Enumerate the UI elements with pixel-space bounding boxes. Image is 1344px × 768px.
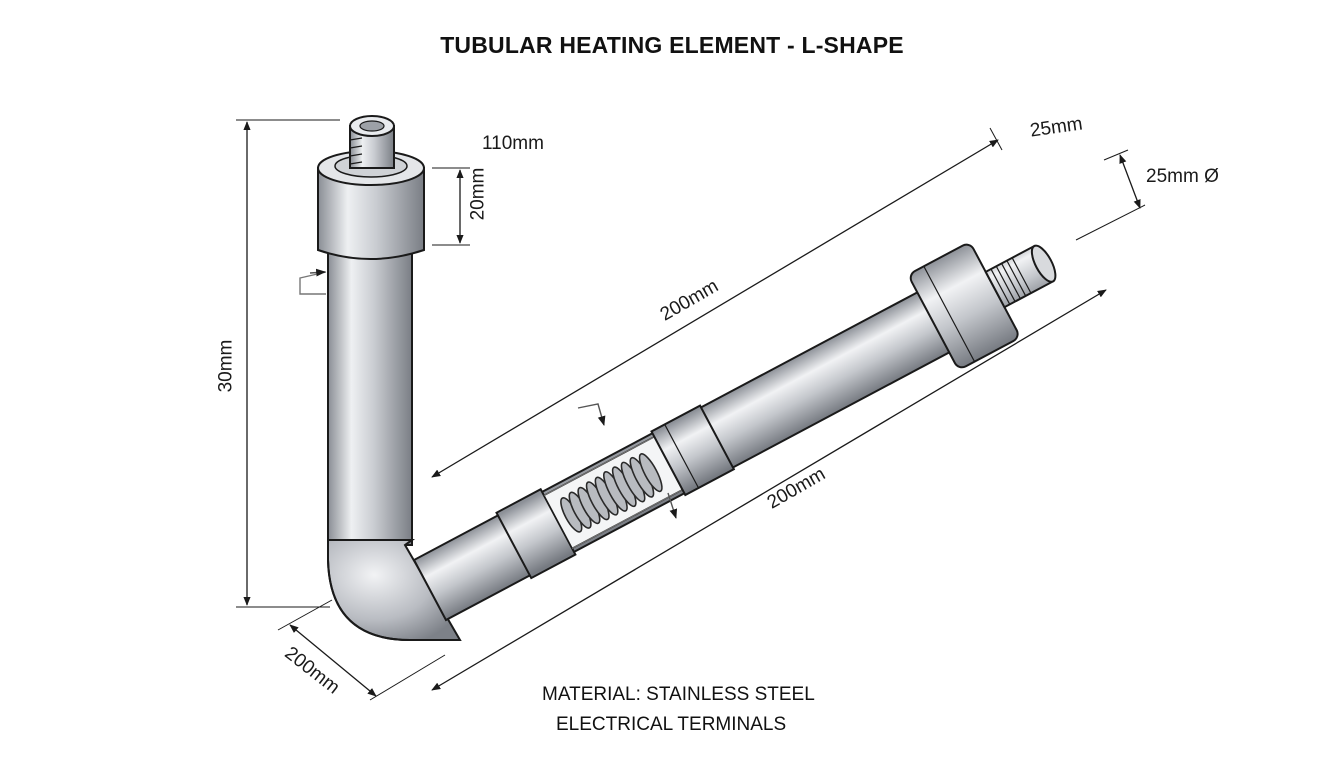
dim-top-terminal-length: 110mm bbox=[482, 133, 544, 154]
dim-vertical-leg-height: 30mm bbox=[215, 339, 237, 393]
dim-top-fitting-height: 20mm bbox=[467, 167, 489, 221]
diagram-title: TUBULAR HEATING ELEMENT - L-SHAPE bbox=[440, 32, 904, 58]
flow-arrows bbox=[299, 268, 678, 519]
dimension-lines bbox=[236, 119, 1146, 701]
vertical-leg bbox=[327, 249, 413, 546]
top-terminal bbox=[317, 115, 425, 260]
dim-terminal-diameter: 25mm Ø bbox=[1146, 166, 1219, 187]
terminals-note: ELECTRICAL TERMINALS bbox=[556, 714, 787, 735]
horizontal-leg bbox=[412, 243, 1057, 622]
material-note: MATERIAL: STAINLESS STEEL bbox=[542, 684, 815, 705]
